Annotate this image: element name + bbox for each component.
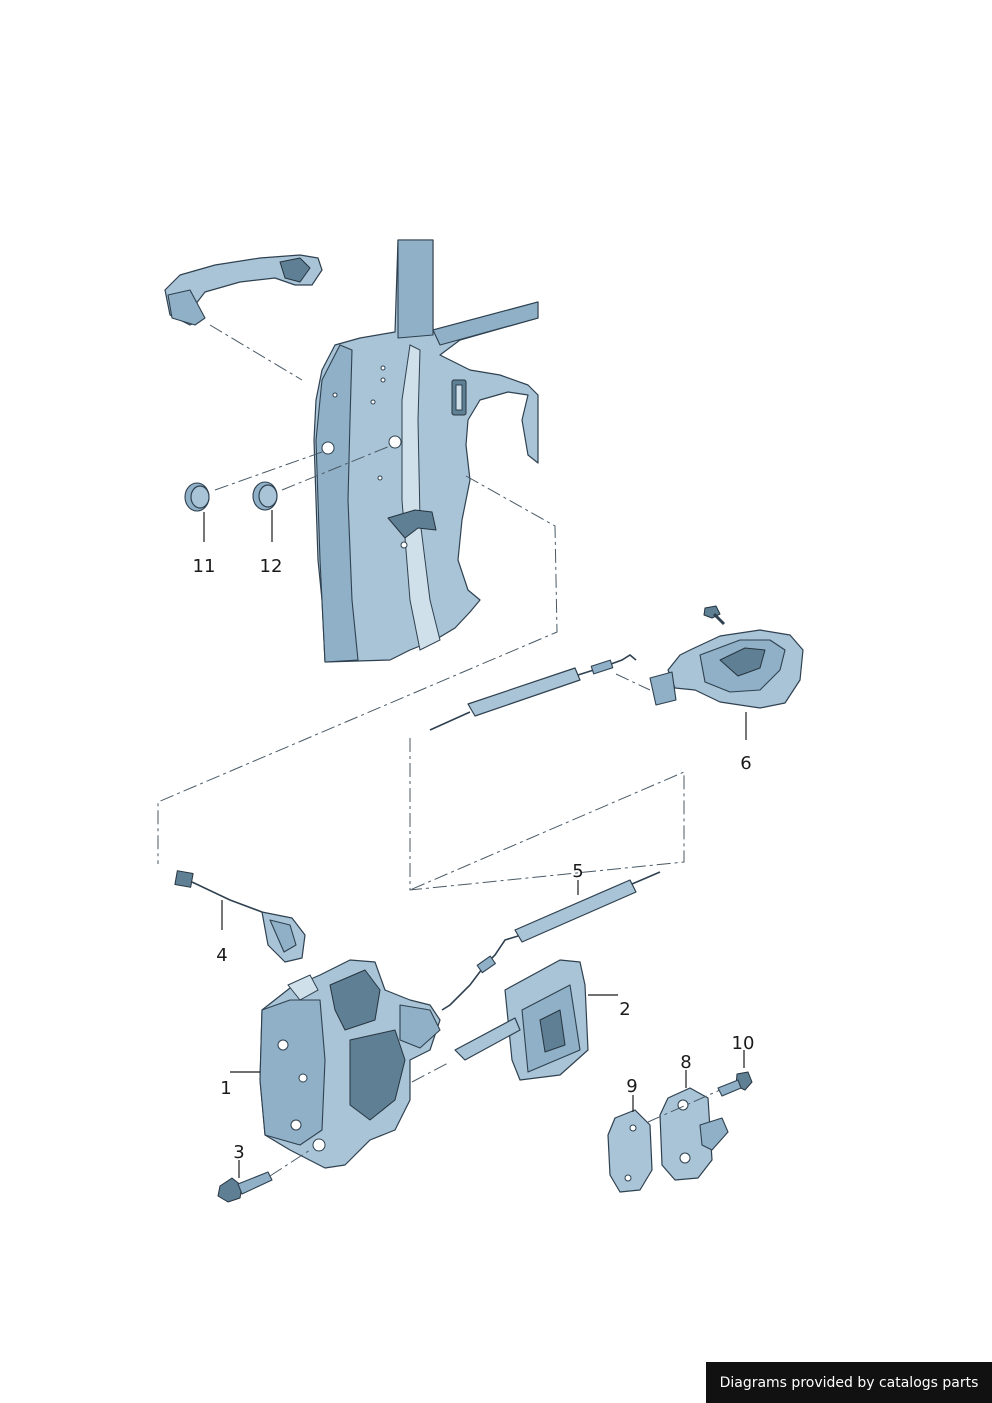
callout-4: 4 [216, 945, 227, 966]
callout-6: 6 [740, 753, 751, 774]
callout-3: 3 [233, 1142, 244, 1163]
door-lock-1 [259, 959, 441, 1169]
door-inner-panel [313, 239, 539, 663]
lock-cover-2 [454, 959, 589, 1081]
spacer-plate-9 [607, 1109, 653, 1193]
grommet-11 [184, 482, 210, 512]
handle-cable-upper [429, 654, 637, 731]
callout-10: 10 [732, 1033, 755, 1054]
callout-2: 2 [619, 999, 630, 1020]
callout-12: 12 [260, 556, 283, 577]
leader-lines [203, 510, 747, 1178]
striker-screw-10 [717, 1071, 753, 1097]
callout-11: 11 [193, 556, 216, 577]
callout-5: 5 [572, 861, 583, 882]
screw-top [703, 605, 726, 626]
callout-9: 9 [626, 1076, 637, 1097]
wiring-harness-4 [174, 870, 306, 963]
outer-door-handle [164, 254, 323, 326]
inner-door-handle [649, 629, 804, 709]
callout-1: 1 [220, 1078, 231, 1099]
callout-8: 8 [680, 1052, 691, 1073]
lock-screw-3 [217, 1171, 273, 1203]
release-cable-5 [441, 871, 661, 1011]
callout-labels: 11 12 6 5 4 2 1 3 9 8 10 [193, 556, 755, 1163]
footer-credit: Diagrams provided by catalogs parts [706, 1362, 992, 1403]
assembly-lines [157, 324, 721, 1177]
grommet-12 [252, 481, 278, 511]
